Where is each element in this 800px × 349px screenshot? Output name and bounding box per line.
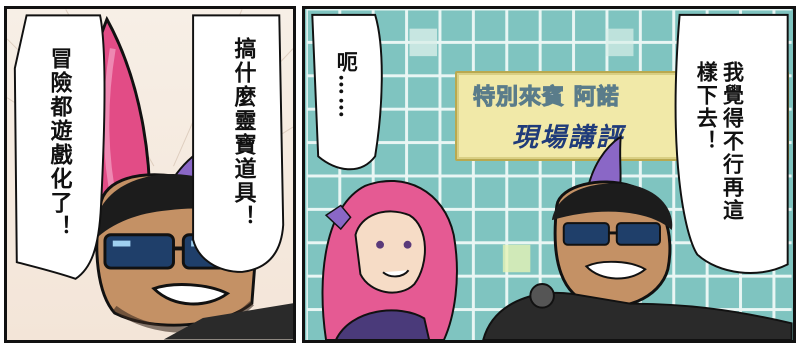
right-panel: 特別來賓 阿諾 現場講評 呃…… 我覺得不行再這 樣下去！ bbox=[302, 6, 796, 343]
sign-title: 特別來賓 阿諾 bbox=[473, 85, 620, 111]
sign-subtitle: 現場講評 bbox=[512, 123, 625, 153]
man-mouth bbox=[151, 283, 231, 306]
speech-bubble-spirit-treasure: 搞什麼靈寶道具！ bbox=[230, 37, 257, 229]
speech-bubble-adventure: 冒險都遊戲化了！ bbox=[46, 47, 73, 239]
sunglasses-left-lens bbox=[103, 233, 175, 270]
left-panel: 冒險都遊戲化了！ 搞什麼靈寶道具！ bbox=[4, 6, 296, 343]
speech-bubble-cannot-go-on: 我覺得不行再這 樣下去！ bbox=[694, 61, 746, 222]
speech-bubble-uh: 呃…… bbox=[334, 51, 360, 120]
